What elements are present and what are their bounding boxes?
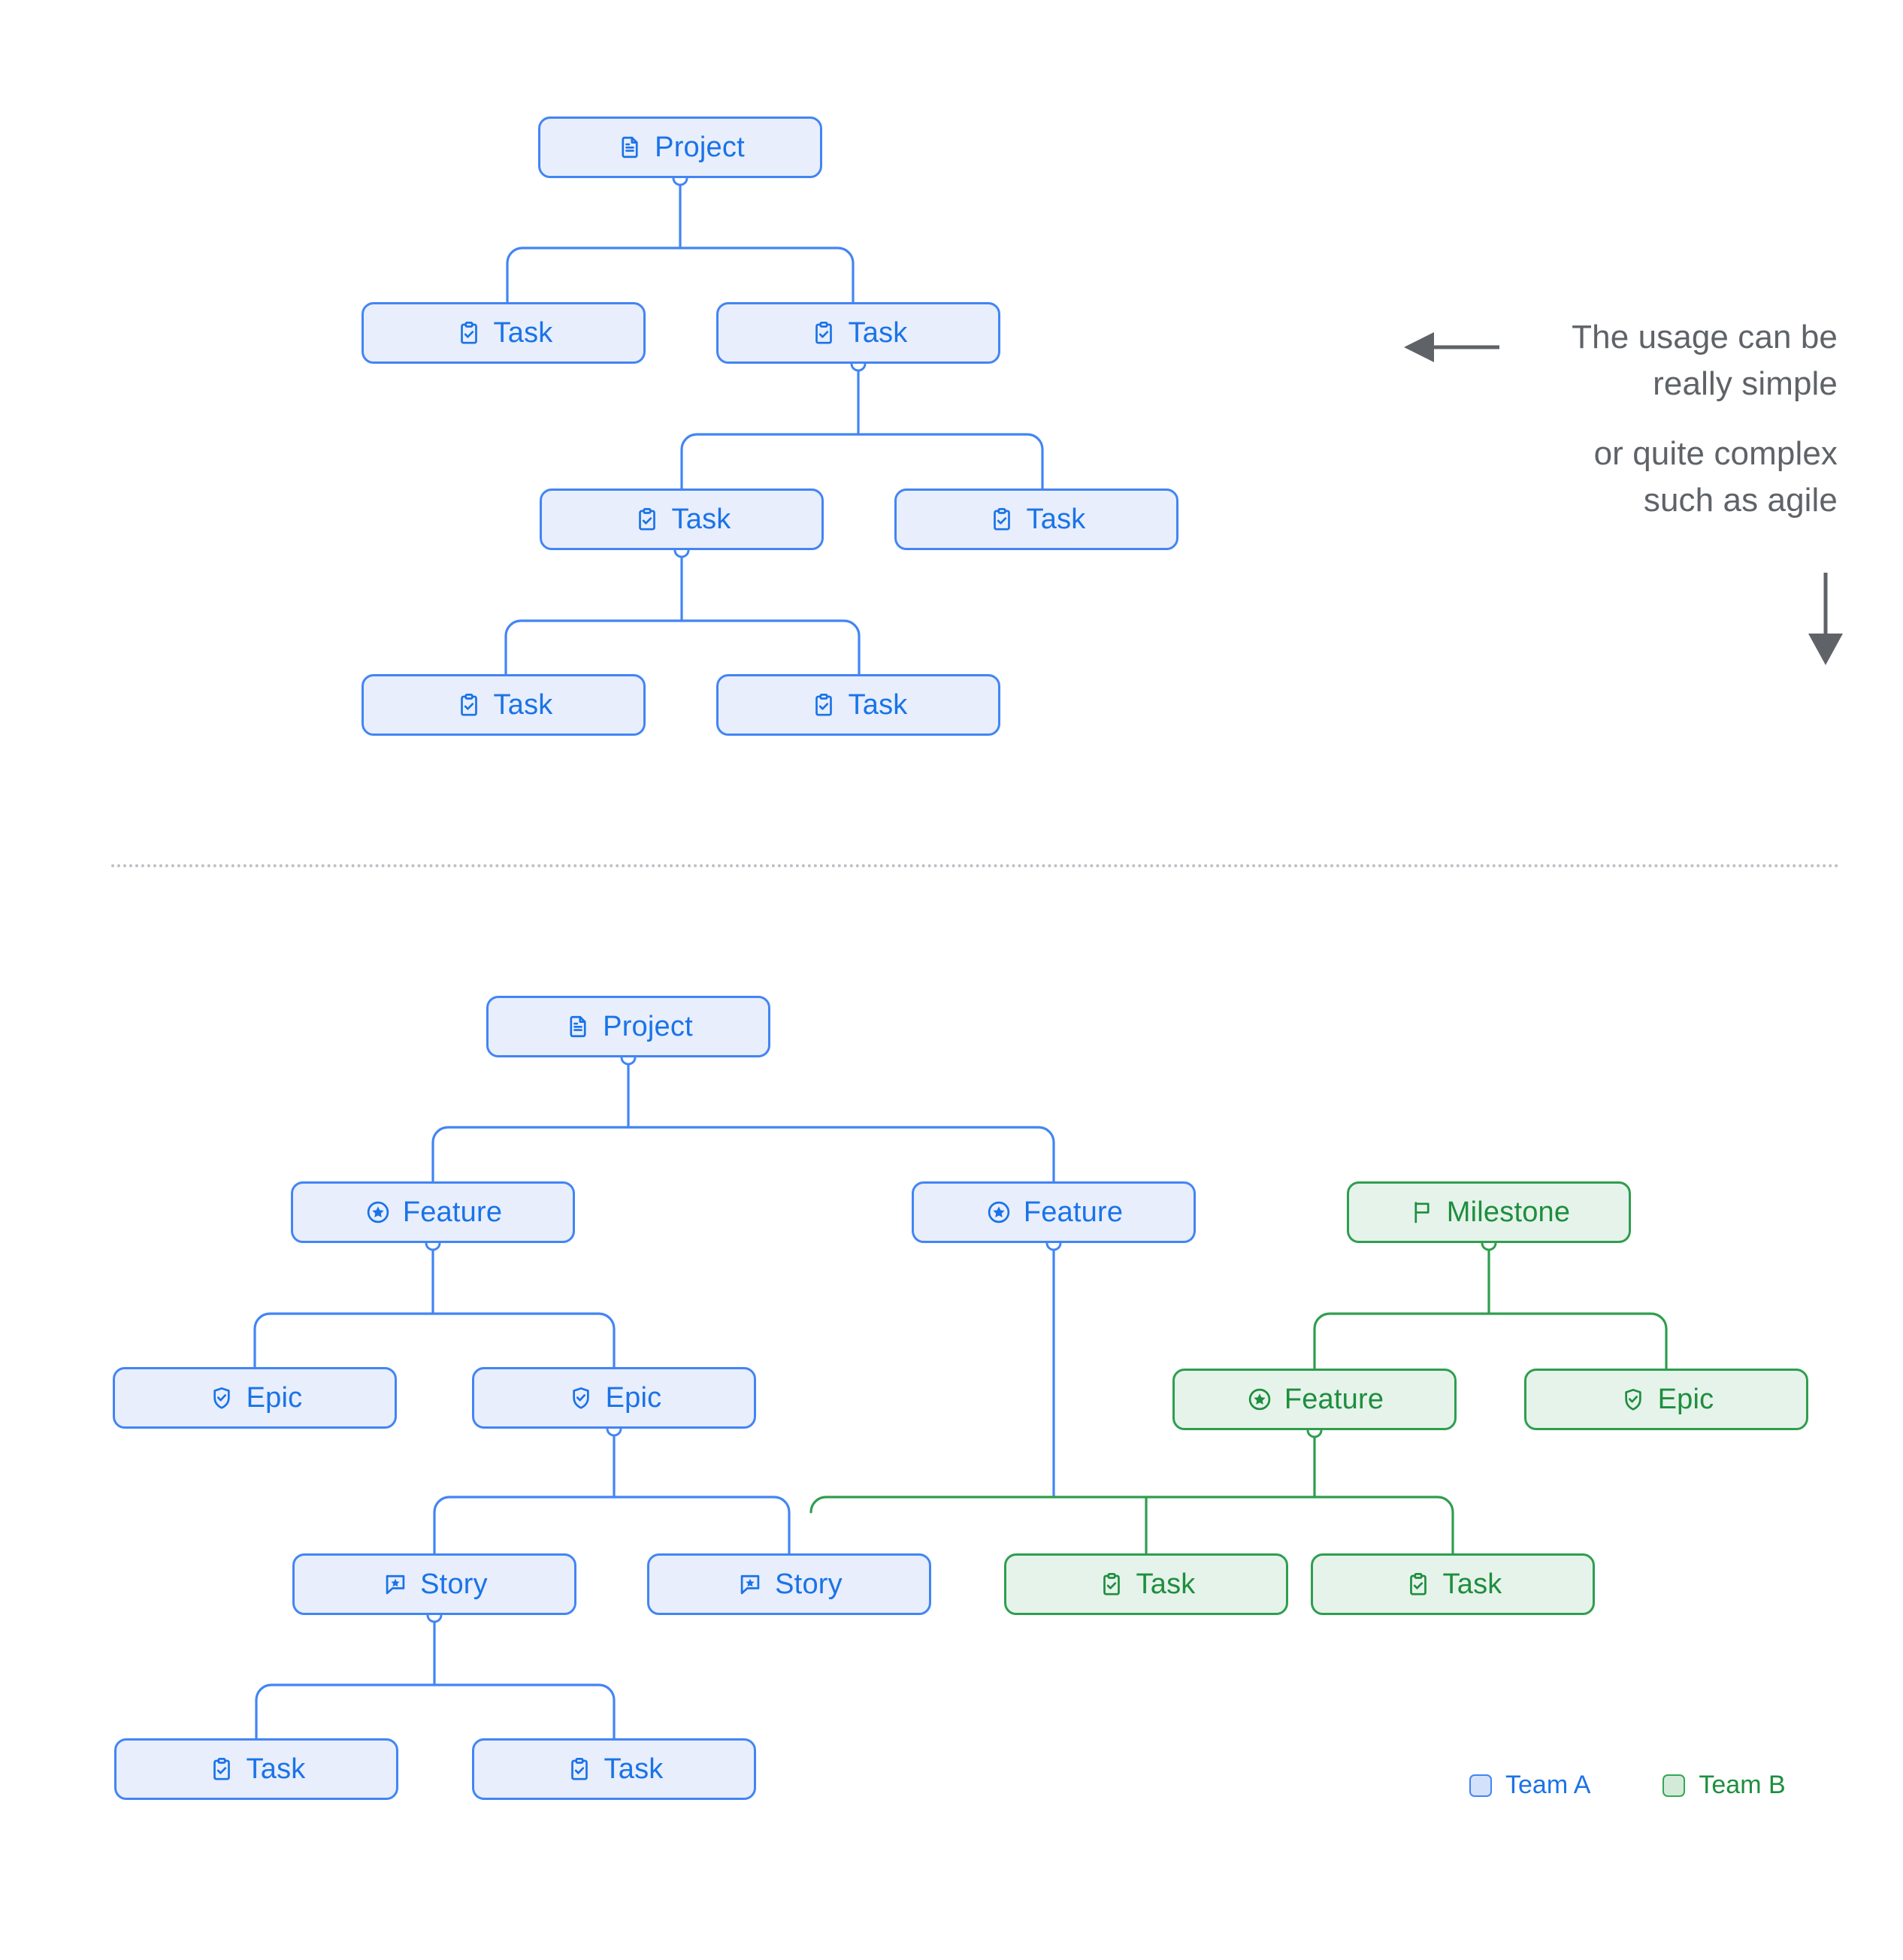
star-circle-icon: [985, 1198, 1013, 1227]
edge-a-project-bus: [431, 1126, 1055, 1183]
node-label: Task: [604, 1753, 664, 1785]
node-task[interactable]: Task: [472, 1738, 756, 1800]
node-story[interactable]: Story: [292, 1553, 576, 1615]
document-icon: [616, 133, 644, 162]
node-label: Task: [848, 317, 908, 349]
clipboard-check-icon: [633, 505, 661, 534]
edge-a-feature3-bus: [809, 1496, 1454, 1555]
clipboard-check-icon: [1404, 1570, 1433, 1599]
clipboard-check-icon: [809, 319, 838, 347]
team-legend: Team A Team B: [1469, 1771, 1786, 1800]
node-task[interactable]: Task: [716, 302, 1000, 364]
node-label: Epic: [1657, 1384, 1714, 1415]
node-label: Task: [1026, 504, 1086, 535]
clipboard-check-icon: [1097, 1570, 1126, 1599]
usage-annotation: The usage can be really simple or quite …: [1473, 314, 1838, 525]
node-epic[interactable]: Epic: [1524, 1369, 1808, 1430]
clipboard-check-icon: [565, 1755, 594, 1783]
node-label: Milestone: [1446, 1196, 1571, 1228]
node-label: Task: [493, 317, 553, 349]
node-label: Task: [848, 689, 908, 721]
clipboard-check-icon: [455, 319, 483, 347]
chat-star-icon: [736, 1570, 764, 1599]
edge-task3-bus: [504, 619, 861, 676]
node-task[interactable]: Task: [362, 302, 646, 364]
node-label: Project: [655, 132, 745, 163]
star-circle-icon: [364, 1198, 392, 1227]
node-task[interactable]: Task: [114, 1738, 398, 1800]
node-task[interactable]: Task: [1004, 1553, 1288, 1615]
annotation-line-2: really simple: [1653, 365, 1838, 403]
edge-a-story1-bus: [255, 1683, 616, 1740]
document-icon: [564, 1012, 592, 1041]
annotation-line-3: or quite complex: [1593, 434, 1838, 472]
node-label: Epic: [605, 1382, 662, 1414]
node-milestone[interactable]: Milestone: [1347, 1181, 1631, 1243]
node-label: Task: [493, 689, 553, 721]
legend-label-team-b: Team B: [1699, 1771, 1786, 1799]
legend-label-team-a: Team A: [1505, 1771, 1591, 1799]
node-story[interactable]: Story: [647, 1553, 931, 1615]
annotation-line-4: such as agile: [1643, 482, 1838, 519]
node-label: Feature: [402, 1196, 503, 1228]
team-b-swatch-icon: [1662, 1774, 1686, 1797]
clipboard-check-icon: [988, 505, 1016, 534]
node-label: Epic: [246, 1382, 303, 1414]
clipboard-check-icon: [207, 1755, 236, 1783]
team-a-swatch-icon: [1469, 1774, 1492, 1797]
node-epic[interactable]: Epic: [113, 1367, 397, 1429]
chat-star-icon: [381, 1570, 410, 1599]
node-label: Feature: [1023, 1196, 1124, 1228]
node-feature[interactable]: Feature: [1172, 1369, 1457, 1430]
left-arrow-head: [1404, 332, 1434, 362]
section-divider: [111, 864, 1840, 867]
clipboard-check-icon: [455, 691, 483, 719]
edge-a-feature1-bus: [253, 1312, 616, 1369]
down-arrow-head: [1808, 634, 1843, 665]
node-project[interactable]: Project: [486, 996, 770, 1057]
node-task[interactable]: Task: [1311, 1553, 1595, 1615]
node-label: Task: [1136, 1568, 1196, 1600]
node-label: Project: [603, 1011, 693, 1042]
edge-task2-bus: [680, 433, 1044, 490]
annotation-line-1: The usage can be: [1572, 319, 1838, 355]
node-label: Feature: [1284, 1384, 1384, 1415]
node-task[interactable]: Task: [540, 488, 824, 550]
legend-item-team-b[interactable]: Team B: [1662, 1771, 1786, 1800]
node-task[interactable]: Task: [716, 674, 1000, 736]
node-feature[interactable]: Feature: [291, 1181, 575, 1243]
node-feature[interactable]: Feature: [912, 1181, 1196, 1243]
clipboard-check-icon: [809, 691, 838, 719]
shield-check-icon: [567, 1384, 595, 1412]
node-label: Story: [775, 1568, 843, 1600]
edge-a-milestone-bus: [1313, 1312, 1668, 1370]
node-task[interactable]: Task: [894, 488, 1178, 550]
edge-a-epic2-bus: [433, 1496, 791, 1555]
edge-project-bus: [506, 247, 855, 304]
node-label: Story: [420, 1568, 488, 1600]
node-task[interactable]: Task: [362, 674, 646, 736]
annotation-paragraph-1: The usage can be really simple: [1473, 314, 1838, 408]
node-label: Task: [246, 1753, 306, 1785]
node-project[interactable]: Project: [538, 116, 822, 178]
shield-check-icon: [207, 1384, 236, 1412]
star-circle-icon: [1245, 1385, 1274, 1414]
legend-item-team-a[interactable]: Team A: [1469, 1771, 1590, 1800]
node-label: Task: [671, 504, 731, 535]
flag-icon: [1408, 1198, 1436, 1227]
node-label: Task: [1442, 1568, 1502, 1600]
shield-check-icon: [1619, 1385, 1647, 1414]
node-epic[interactable]: Epic: [472, 1367, 756, 1429]
annotation-paragraph-2: or quite complex such as agile: [1473, 431, 1838, 525]
